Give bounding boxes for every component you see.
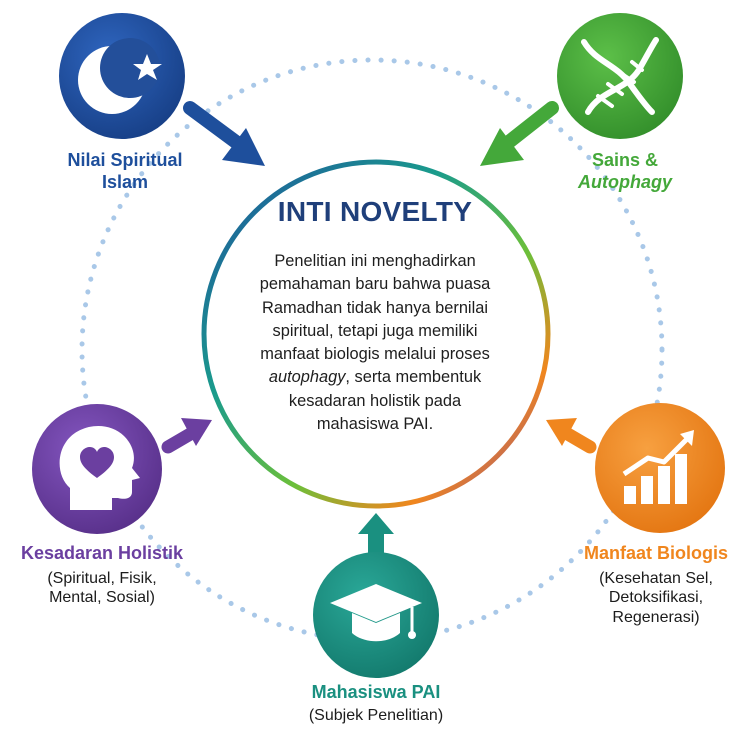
- label-mahasiswa-title: Mahasiswa PAI: [311, 682, 441, 702]
- label-sains-line2: Autophagy: [578, 171, 672, 192]
- arrow-manfaat: [546, 418, 597, 454]
- node-kesadaran: [32, 404, 162, 534]
- label-manfaat-title: Manfaat Biologis: [583, 543, 728, 563]
- label-spiritual: Nilai Spiritual Islam: [40, 150, 210, 194]
- graduation-cap-icon: [330, 584, 422, 642]
- node-manfaat: [595, 403, 725, 533]
- center-line: pemahaman baru bahwa puasa: [259, 275, 491, 294]
- label-mahasiswa-line1: (Subjek Penelitian): [308, 706, 444, 724]
- head-heart-icon: [59, 425, 141, 510]
- center-line: , serta membentuk: [345, 368, 482, 387]
- label-sains-line1: Sains &: [591, 150, 659, 170]
- node-mahasiswa: [313, 552, 439, 678]
- node-spiritual: [59, 13, 185, 139]
- label-kesadaran: Kesadaran Holistik (Spiritual, Fisik, Me…: [4, 543, 200, 608]
- arrow-spiritual: [183, 101, 265, 166]
- label-spiritual-line1: Nilai Spiritual: [67, 150, 183, 170]
- dna-icon: [581, 37, 659, 115]
- center-line: Penelitian ini menghadirkan: [274, 252, 476, 270]
- arrow-mahasiswa: [358, 513, 394, 558]
- label-manfaat-line1: (Kesehatan Sel,: [599, 569, 713, 587]
- label-spiritual-line2: Islam: [101, 171, 149, 192]
- arrow-sains: [480, 101, 559, 166]
- center-line: Ramadhan tidak hanya bernilai: [262, 298, 488, 317]
- center-line-italic: autophagy: [268, 368, 346, 387]
- center-line: spiritual, tetapi juga memiliki: [272, 321, 478, 340]
- center-title: INTI NOVELTY: [277, 196, 473, 227]
- center-ring: [201, 159, 551, 509]
- label-sains: Sains & Autophagy: [550, 150, 700, 194]
- arrow-kesadaran: [161, 418, 212, 454]
- label-kesadaran-title: Kesadaran Holistik: [20, 543, 184, 563]
- label-mahasiswa: Mahasiswa PAI (Subjek Penelitian): [272, 682, 480, 725]
- crescent-star-icon: [78, 38, 162, 114]
- label-manfaat: Manfaat Biologis (Kesehatan Sel, Detoksi…: [568, 543, 744, 628]
- label-kesadaran-line1: (Spiritual, Fisik,: [47, 569, 157, 587]
- label-kesadaran-line2: Mental, Sosial): [49, 589, 155, 607]
- label-manfaat-line2: Detoksifikasi,: [608, 589, 704, 607]
- node-sains: [557, 13, 683, 139]
- center-line: kesadaran holistik pada: [288, 391, 462, 410]
- center-description: Penelitian ini menghadirkan pemahaman ba…: [232, 250, 518, 436]
- center-line: mahasiswa PAI.: [316, 415, 434, 434]
- center-line: manfaat biologis melalui proses: [260, 345, 490, 364]
- growth-chart-icon: [622, 430, 694, 504]
- dotted-orbit: [79, 57, 665, 643]
- label-manfaat-line3: Regenerasi): [612, 608, 700, 626]
